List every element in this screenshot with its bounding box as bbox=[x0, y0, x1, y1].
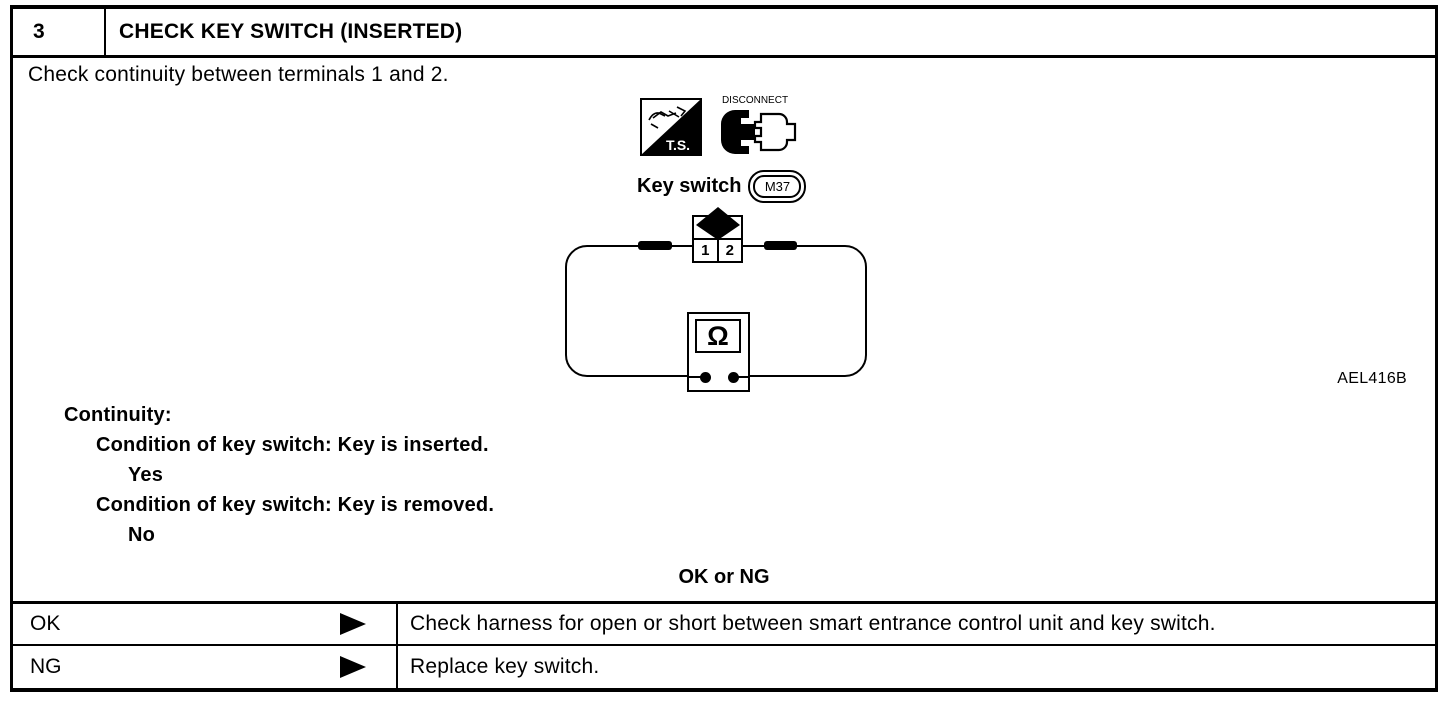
step-number: 3 bbox=[13, 9, 106, 55]
component-callout: Key switch M37 bbox=[637, 170, 807, 203]
meter-lead-left bbox=[689, 376, 701, 378]
decision-prompt: OK or NG bbox=[678, 566, 770, 588]
result-action: Check harness for open or short between … bbox=[410, 612, 1216, 635]
terminal-1: 1 bbox=[694, 240, 719, 261]
condition-result: Yes bbox=[128, 464, 164, 486]
disconnect-label: DISCONNECT bbox=[722, 95, 788, 106]
instruction-text: Check continuity between terminals 1 and… bbox=[28, 63, 449, 86]
component-label: Key switch bbox=[637, 175, 742, 197]
continuity-heading: Continuity: bbox=[64, 404, 172, 426]
ohmmeter-display: Ω bbox=[695, 319, 741, 353]
connector-diamond-icon bbox=[688, 205, 748, 245]
ohmmeter: Ω bbox=[687, 312, 750, 392]
connector-male-half bbox=[721, 110, 755, 154]
result-label-cell: NG bbox=[13, 646, 398, 688]
condition-result: No bbox=[128, 524, 156, 546]
condition-line: Condition of key switch: Key is removed. bbox=[96, 494, 495, 516]
ts-tool-icon-svg: T.S. bbox=[640, 98, 702, 156]
disconnect-icon-svg: DISCONNECT bbox=[721, 95, 797, 154]
step-title: CHECK KEY SWITCH (INSERTED) bbox=[119, 20, 463, 43]
result-action: Replace key switch. bbox=[410, 655, 600, 678]
continuity-spec: Continuity: Condition of key switch: Key… bbox=[64, 400, 494, 550]
ts-label: T.S. bbox=[666, 137, 690, 153]
result-arrow-icon bbox=[340, 656, 366, 678]
figure-code: AEL416B bbox=[1337, 370, 1407, 387]
meter-terminal-right-icon bbox=[728, 372, 739, 383]
result-arrow-icon bbox=[340, 613, 366, 635]
step-header-row: 3 CHECK KEY SWITCH (INSERTED) bbox=[13, 9, 1435, 58]
connector-female-half bbox=[753, 112, 797, 152]
terminal-row: 1 2 bbox=[694, 240, 741, 261]
terminal-2: 2 bbox=[725, 242, 734, 259]
result-row-ng: NG Replace key switch. bbox=[13, 646, 1435, 688]
ohm-symbol: Ω bbox=[707, 320, 729, 351]
meter-lead-right bbox=[738, 376, 749, 378]
result-row-ok: OK Check harness for open or short betwe… bbox=[13, 604, 1435, 646]
result-label: OK bbox=[30, 612, 61, 635]
hand-probe-sketch-icon bbox=[648, 106, 687, 129]
step-body: Check continuity between terminals 1 and… bbox=[13, 58, 1435, 604]
connector-id-badge: M37 bbox=[748, 170, 807, 203]
test-probe-left-icon bbox=[638, 241, 672, 250]
condition-line: Condition of key switch: Key is inserted… bbox=[96, 434, 489, 456]
connector-id: M37 bbox=[753, 175, 802, 198]
test-probe-right-icon bbox=[764, 241, 797, 250]
result-label: NG bbox=[30, 655, 62, 678]
result-label-cell: OK bbox=[13, 604, 398, 644]
disconnect-icon: DISCONNECT bbox=[713, 94, 797, 158]
ts-tool-icon: T.S. bbox=[640, 98, 702, 156]
meter-terminal-left-icon bbox=[700, 372, 711, 383]
diagnostic-step-table: 3 CHECK KEY SWITCH (INSERTED) Check cont… bbox=[10, 5, 1438, 692]
